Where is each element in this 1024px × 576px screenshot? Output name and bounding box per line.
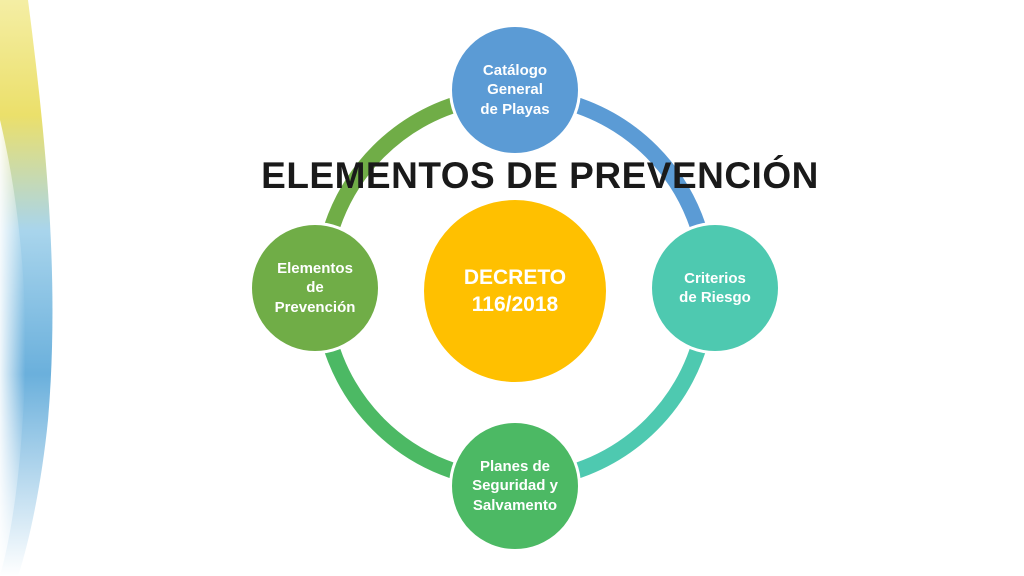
node-criterios-de-riesgo: Criterios de Riesgo [649,222,781,354]
node-label: Planes de Seguridad y Salvamento [472,457,558,514]
node-planes-de-seguridad: Planes de Seguridad y Salvamento [449,420,581,552]
decorative-swoosh [0,0,53,576]
node-label: Elementos de Prevención [274,259,356,316]
node-label: Catálogo General de Playas [480,61,550,118]
node-label: Criterios de Riesgo [679,269,751,307]
node-elementos-de-prevencion: Elementos de Prevención [249,222,381,354]
center-node-label: DECRETO 116/2018 [463,265,567,316]
node-catalogo-general-de-playas: Catálogo General de Playas [449,24,581,156]
center-node: DECRETO 116/2018 [421,197,609,385]
diagram-title: ELEMENTOS DE PREVENCIÓN [261,155,819,196]
